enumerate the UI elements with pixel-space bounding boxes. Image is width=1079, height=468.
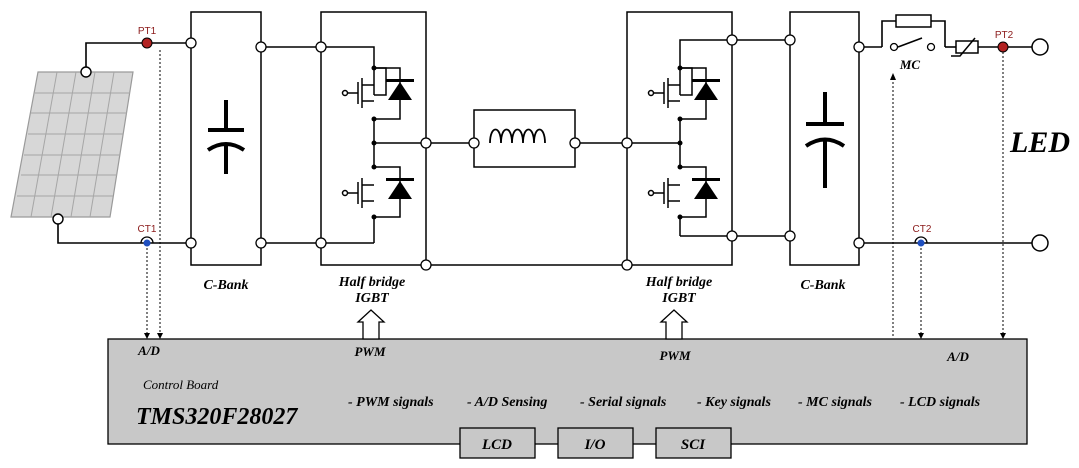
output-terminals [1031, 38, 1049, 252]
pt1-sensor [141, 37, 153, 49]
port-lcd-box [459, 427, 536, 459]
port-io-label: I/O [584, 437, 606, 453]
ad-left-label: A/D [137, 343, 160, 358]
arrow-head [157, 333, 163, 339]
arrow-head [890, 73, 896, 80]
capacitor-right-icon [804, 92, 846, 188]
ad-right-label: A/D [946, 349, 969, 364]
ct2-sensor [914, 236, 928, 244]
arrow-head [144, 333, 150, 339]
signal-mc: - MC signals [798, 395, 872, 410]
ct1-label: CT1 [138, 224, 157, 235]
signal-pwm: - PWM signals [348, 395, 434, 410]
port-sci-box [655, 427, 732, 459]
arrow-head [1000, 333, 1006, 339]
c-bank-left-terminals [185, 37, 267, 249]
c-bank-left-label: C-Bank [203, 278, 248, 293]
signal-ad-sensing: - A/D Sensing [467, 395, 547, 410]
ct1-dot [143, 239, 151, 247]
half-bridge-right-label-1: Half bridge [645, 275, 713, 290]
inductor-links [431, 142, 622, 266]
pwm-arrow-right-icon [659, 309, 689, 340]
diodes-left [371, 65, 414, 220]
solar-panel-icon [10, 71, 134, 218]
panel-terminal-bottom [52, 213, 64, 225]
half-bridge-left-label-2: IGBT [354, 291, 390, 306]
half-bridge-left-terminals [315, 41, 432, 271]
half-bridge-right-label-2: IGBT [661, 291, 697, 306]
arrow-head [918, 333, 924, 339]
inductor-terminals [468, 137, 581, 149]
sense-lines-right [892, 52, 1004, 338]
varistor-icon [951, 37, 979, 57]
output-wiring [864, 20, 1034, 244]
pwm-right-label: PWM [659, 348, 691, 363]
c-bank-left-block [190, 11, 262, 266]
control-board [107, 338, 1028, 445]
ct2-dot [917, 239, 925, 247]
pwm-left-label: PWM [354, 344, 386, 359]
pwm-arrow-left-icon [356, 309, 386, 340]
resistor-icon [895, 14, 932, 28]
chip-name: TMS320F28027 [136, 404, 298, 430]
pt2-label: PT2 [995, 30, 1014, 41]
inductor-block [473, 109, 576, 168]
port-lcd-label: LCD [481, 437, 512, 453]
port-io-box [557, 427, 634, 459]
diodes-right [677, 65, 720, 220]
capacitor-left-icon [206, 100, 246, 174]
ct1-sensor [140, 236, 154, 244]
ct2-label: CT2 [913, 224, 932, 235]
port-sci-label: SCI [681, 437, 706, 453]
signal-key: - Key signals [697, 395, 771, 410]
mc-contacts [889, 42, 936, 52]
signal-serial: - Serial signals [580, 395, 667, 410]
mc-label: MC [899, 57, 921, 72]
pt2-sensor [997, 41, 1009, 53]
control-board-caption: Control Board [143, 377, 219, 392]
sense-lines-left [146, 50, 161, 334]
link-lines-left [266, 46, 316, 244]
c-bank-right-label: C-Bank [800, 278, 845, 293]
pt1-label: PT1 [138, 26, 157, 37]
signal-lcd: - LCD signals [900, 395, 981, 410]
led-label: LED [1009, 126, 1070, 159]
link-lines-right [737, 39, 785, 237]
inductor-coil-icon [489, 128, 546, 144]
half-bridge-right-terminals [621, 34, 738, 271]
panel-terminal-top [80, 66, 92, 78]
half-bridge-left-label-1: Half bridge [338, 275, 406, 290]
